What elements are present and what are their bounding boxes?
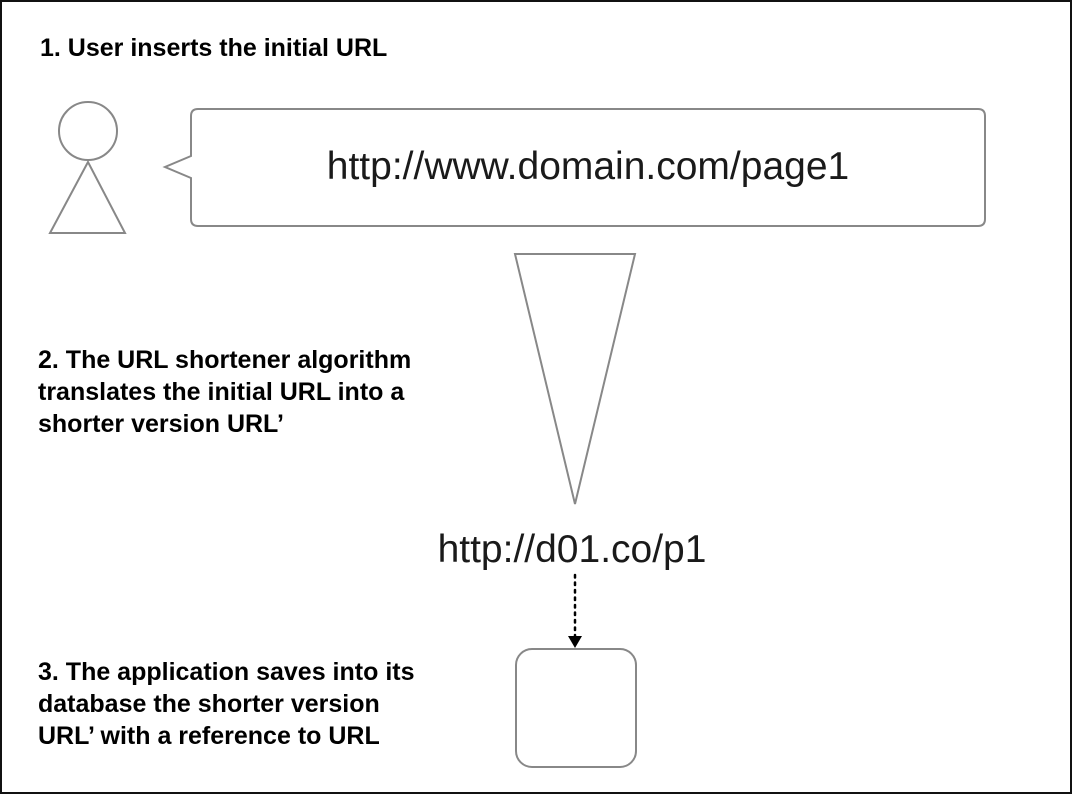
- user-icon: [48, 101, 127, 234]
- initial-url-text: http://www.domain.com/page1: [326, 145, 850, 188]
- step-2-line: 2. The URL shortener algorithm: [38, 346, 412, 374]
- step-2-line: shorter version URL’: [38, 410, 284, 438]
- step-3-line: database the shorter version: [38, 690, 380, 718]
- shortener-funnel-icon: [513, 253, 637, 505]
- step-3-label: 3. The application saves into its databa…: [38, 656, 415, 752]
- step-3-line: URL’ with a reference to URL: [38, 722, 380, 750]
- user-body: [48, 159, 127, 234]
- step-3-line: 3. The application saves into its: [38, 658, 415, 686]
- step-2-line: translates the initial URL into a: [38, 378, 405, 406]
- step-2-label: 2. The URL shortener algorithm translate…: [38, 344, 411, 440]
- dotted-arrow-icon: [568, 573, 582, 648]
- database-icon: [515, 648, 637, 768]
- step-1-line: 1. User inserts the initial URL: [40, 34, 388, 62]
- step-1-label: 1. User inserts the initial URL: [40, 32, 387, 64]
- arrow-head: [568, 636, 582, 648]
- speech-bubble: [162, 108, 986, 227]
- user-head: [58, 101, 118, 161]
- short-url-text: http://d01.co/p1: [437, 528, 707, 571]
